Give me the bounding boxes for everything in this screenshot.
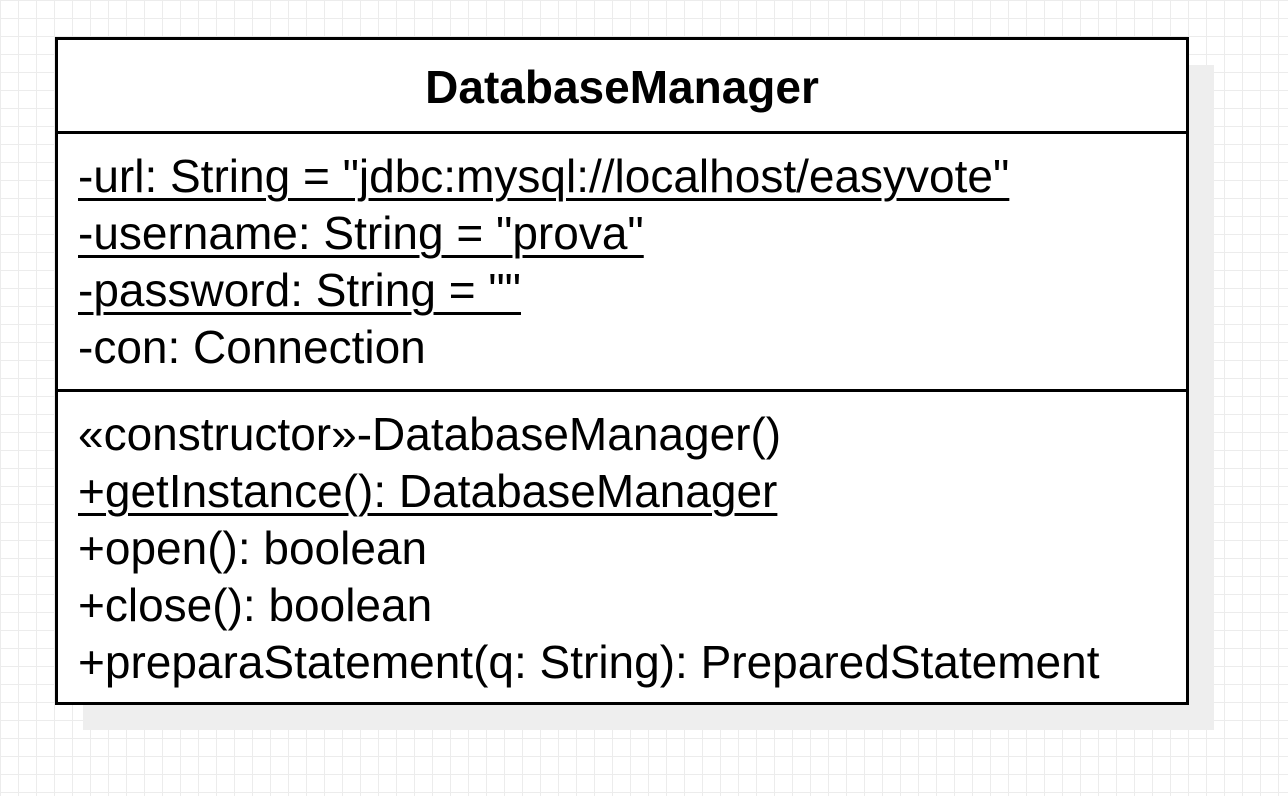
attribute-url[interactable]: -url: String = "jdbc:mysql://localhost/e… [78,150,1010,202]
operation-close[interactable]: +close(): boolean [78,579,433,631]
attributes-compartment: -url: String = "jdbc:mysql://localhost/e… [58,134,1186,392]
class-name: DatabaseManager [425,60,819,113]
operation-getinstance[interactable]: +getInstance(): DatabaseManager [78,465,778,517]
attribute-con[interactable]: -con: Connection [78,321,426,373]
operation-preparastatement[interactable]: +preparaStatement(q: String): PreparedSt… [78,636,1100,688]
class-name-compartment: DatabaseManager [58,40,1186,134]
operation-open[interactable]: +open(): boolean [78,522,428,574]
uml-class-databasemanager[interactable]: DatabaseManager -url: String = "jdbc:mys… [55,37,1189,705]
attribute-username[interactable]: -username: String = "prova" [78,207,644,259]
operation-constructor[interactable]: «constructor»-DatabaseManager() [78,408,782,460]
attribute-password[interactable]: -password: String = "" [78,264,521,316]
operations-compartment: «constructor»-DatabaseManager() +getInst… [58,392,1186,691]
